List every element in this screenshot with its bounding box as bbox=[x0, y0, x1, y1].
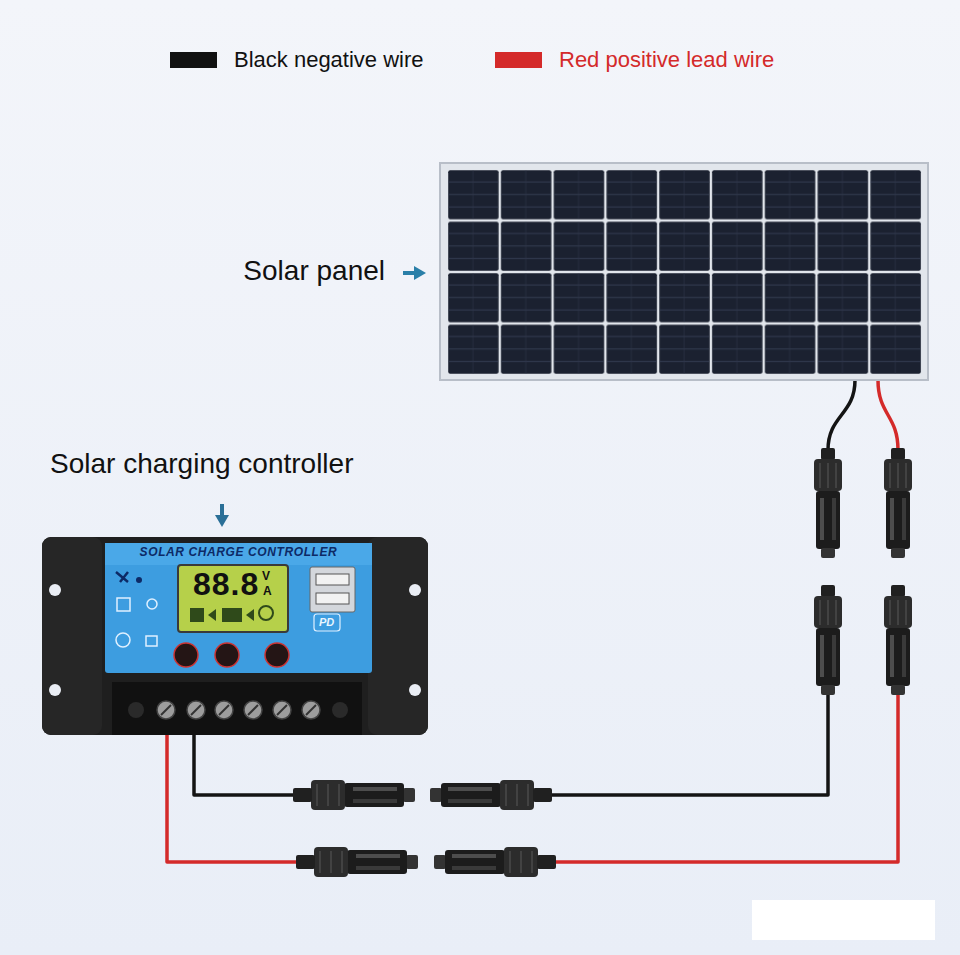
lcd-unit: A bbox=[263, 584, 272, 598]
legend-entry: Red positive lead wire bbox=[495, 46, 774, 74]
lcd-unit: V bbox=[262, 569, 270, 583]
legend-text: Black negative wire bbox=[234, 46, 424, 74]
panel-heading: Solar panel bbox=[243, 255, 385, 287]
legend-text: Red positive lead wire bbox=[559, 46, 774, 74]
usb-pd-mark: PD bbox=[319, 616, 334, 628]
legend-entry: Black negative wire bbox=[170, 46, 424, 74]
solar-panel: Solar panel bbox=[440, 163, 928, 380]
lcd-reading: 88.8 bbox=[193, 566, 259, 603]
face-title: SOLAR CHARGE CONTROLLER bbox=[105, 545, 372, 559]
legend-swatch bbox=[495, 52, 542, 68]
legend-swatch bbox=[170, 52, 217, 68]
controller-heading: Solar charging controller bbox=[50, 448, 354, 480]
